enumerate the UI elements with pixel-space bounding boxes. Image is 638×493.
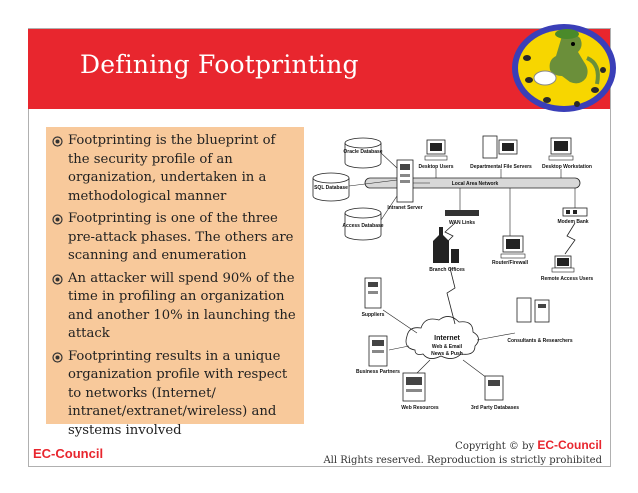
remote-users-icon: [551, 255, 575, 273]
router-label: Router/Firewall: [492, 260, 529, 266]
rights-text: All Rights reserved. Reproduction is str…: [323, 455, 602, 466]
business-partners-label: Business Partners: [356, 369, 400, 375]
modem-bank-label: Modem Bank: [557, 219, 588, 225]
footer-brand-logo: EC-Council: [33, 446, 104, 461]
wan-links-label: WAN Links: [449, 220, 475, 226]
bullet-panel: [46, 127, 304, 424]
business-partners-icon: [368, 335, 388, 367]
slide-title: Defining Footprinting: [80, 50, 359, 79]
branch-offices-icon: [433, 227, 459, 263]
bullet-target-icon: [52, 273, 63, 285]
copyright-prefix: Copyright © by: [455, 441, 538, 452]
bullet-list: Footprinting is the blueprint of the sec…: [50, 132, 300, 444]
bullet-text: Footprinting is the blueprint of the sec…: [68, 133, 276, 204]
lan-label: Local Area Network: [452, 181, 499, 187]
internet-line2: News & Push: [431, 351, 463, 357]
suppliers-label: Suppliers: [362, 312, 385, 318]
intranet-server-label: Intranet Server: [387, 205, 422, 211]
access-db-label: Access Database: [342, 223, 383, 229]
router-icon: [500, 235, 526, 259]
wan-links-icon: [445, 210, 479, 216]
modem-bank-icon: [562, 207, 588, 217]
bullet-text: Footprinting is one of the three pre-att…: [68, 211, 294, 263]
list-item: Footprinting is the blueprint of the sec…: [50, 132, 300, 206]
web-resources-icon: [402, 372, 426, 402]
oracle-db-label: Oracle Database: [343, 149, 382, 155]
sql-db-label: SQL Database: [314, 185, 348, 191]
network-diagram: Local Area Network Oracle Database SQL D…: [312, 135, 594, 411]
copyright-brand: EC-Council: [537, 438, 602, 452]
remote-users-label: Remote Access Users: [541, 276, 594, 282]
bullet-target-icon: [52, 214, 63, 225]
sql-db-icon: [312, 172, 350, 202]
consultants-label: Consultants & Researchers: [507, 338, 573, 344]
bullet-target-icon: [52, 351, 63, 363]
suppliers-icon: [364, 277, 382, 309]
desktop-users-icon: [424, 139, 448, 161]
workstation-label: Desktop Workstation: [542, 164, 592, 170]
web-resources-label: Web Resources: [401, 405, 439, 411]
access-db-icon: [344, 207, 382, 241]
mascot-logo-icon: [512, 24, 616, 112]
branch-offices-label: Branch Offices: [429, 267, 465, 273]
file-servers-icon: [482, 135, 518, 159]
workstation-icon: [548, 137, 574, 161]
list-item: Footprinting results in a unique organiz…: [50, 348, 300, 441]
list-item: Footprinting is one of the three pre-att…: [50, 210, 300, 266]
desktop-users-label: Desktop Users: [418, 164, 453, 170]
bullet-target-icon: [52, 136, 63, 147]
internet-cloud-icon: [405, 316, 479, 359]
consultants-icon: [516, 297, 550, 323]
bullet-text: Footprinting results in a unique organiz…: [68, 348, 288, 438]
slide-frame: [28, 28, 611, 467]
copyright-notice: Copyright © by EC-Council All Rights res…: [323, 438, 602, 468]
list-item: An attacker will spend 90% of the time i…: [50, 270, 300, 344]
third-party-db-icon: [484, 375, 504, 401]
internet-title: Internet: [434, 335, 460, 342]
lan-bus: [364, 177, 581, 189]
file-servers-label: Departmental File Servers: [470, 164, 532, 170]
third-party-db-label: 3rd Party Databases: [471, 405, 519, 411]
intranet-server-icon: [396, 159, 414, 203]
internet-line1: Web & Email: [432, 344, 463, 350]
bullet-text: An attacker will spend 90% of the time i…: [68, 270, 296, 342]
oracle-db-icon: [344, 137, 382, 169]
